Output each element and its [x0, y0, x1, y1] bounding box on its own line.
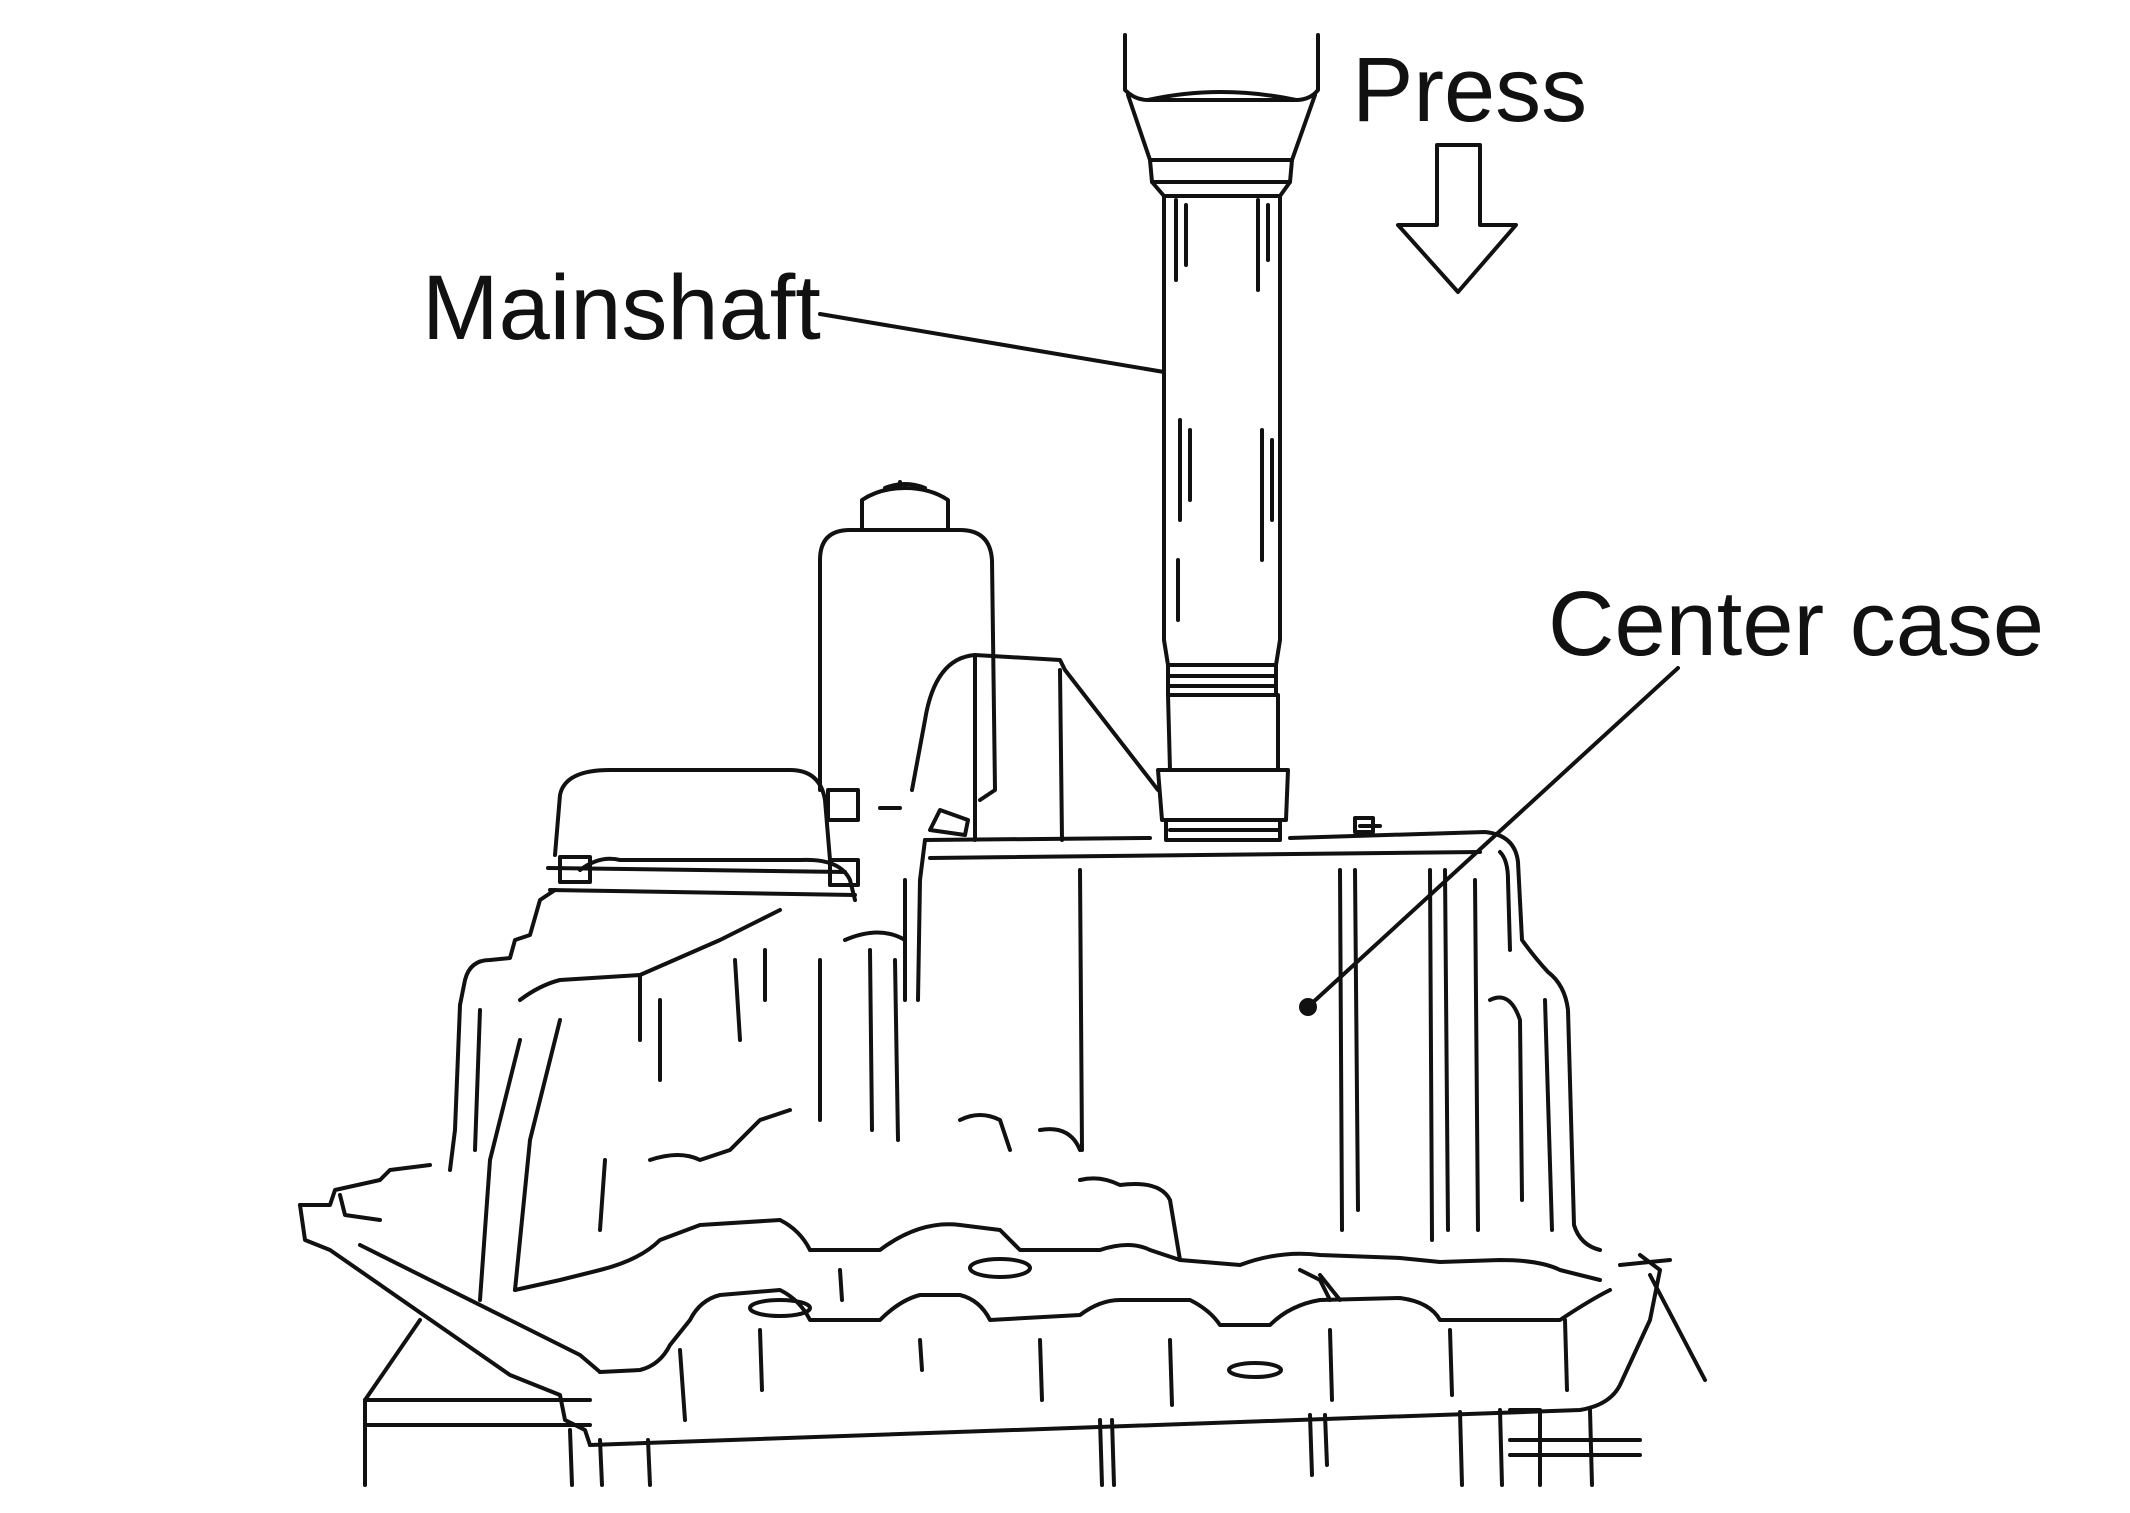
shaft-boss	[912, 655, 1158, 840]
center-case	[450, 818, 1600, 1300]
mainshaft-leader-line	[820, 314, 1164, 372]
base-flange	[300, 1165, 1705, 1445]
mainshaft-label: Mainshaft	[422, 257, 821, 359]
center-case-leader-dot	[1299, 998, 1317, 1016]
mainshaft	[1150, 160, 1292, 840]
lower-housing	[365, 1320, 1640, 1485]
press-label: Press	[1352, 39, 1588, 141]
center-case-leader-line	[1310, 668, 1678, 1005]
cylinder-component	[820, 482, 995, 800]
press-ram	[1125, 35, 1318, 160]
press-arrow	[1398, 145, 1516, 292]
center-case-label: Center case	[1548, 573, 2045, 675]
top-cover	[548, 770, 900, 900]
